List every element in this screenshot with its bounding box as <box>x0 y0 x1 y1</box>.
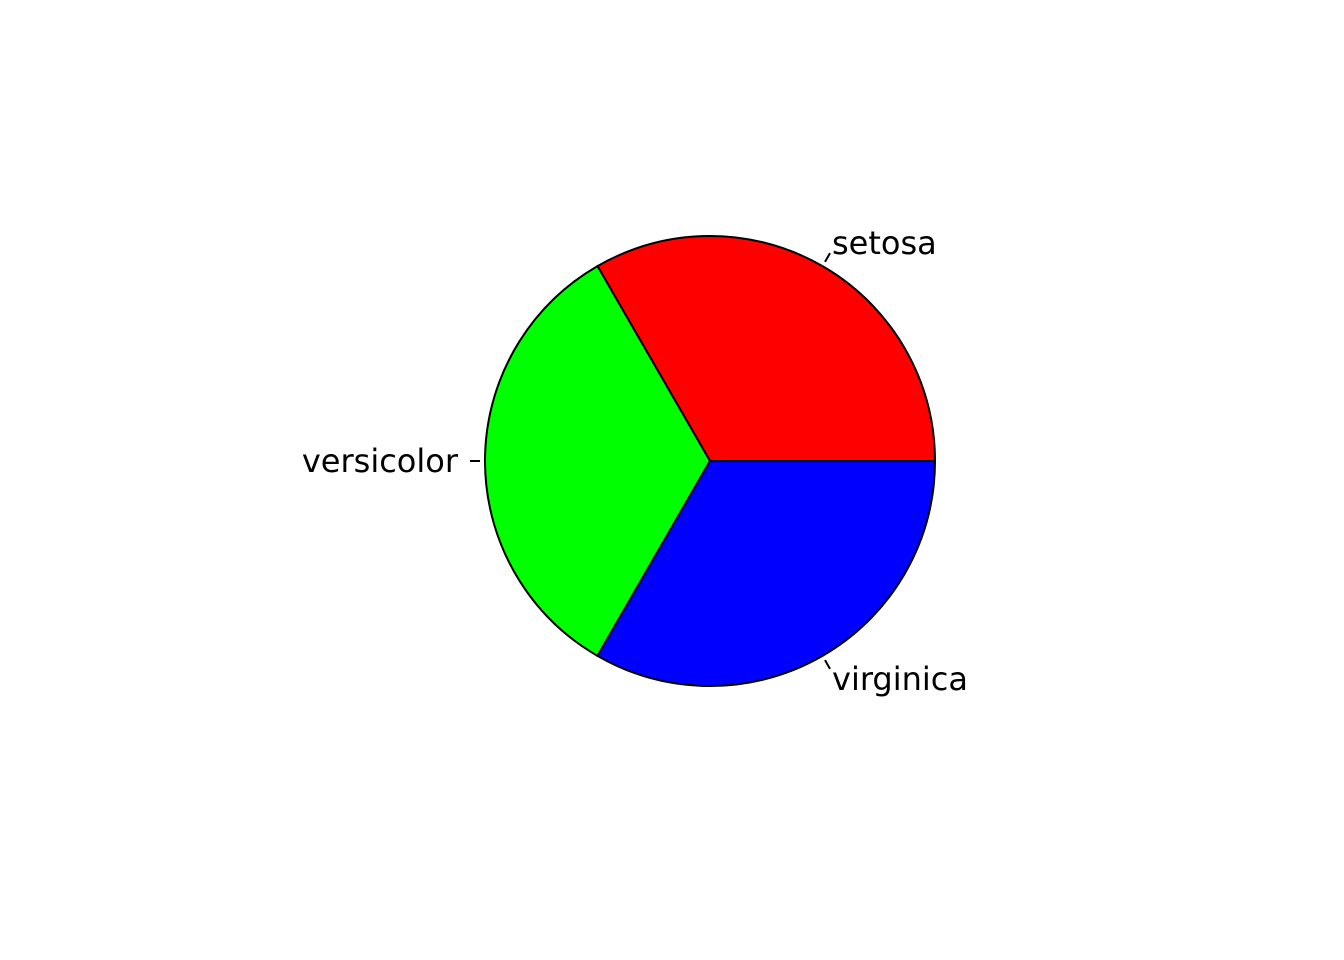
pie-slice-virginica <box>596 460 937 687</box>
pie-slice-setosa <box>596 235 937 462</box>
pie-label-virginica: virginica <box>832 660 968 698</box>
leader-line-setosa <box>824 252 831 263</box>
pie-label-versicolor: versicolor <box>302 442 459 480</box>
pie-slices <box>483 235 937 687</box>
pie-leader-lines <box>470 252 831 670</box>
pie-labels: setosa versicolor virginica <box>302 224 968 698</box>
leader-line-virginica <box>824 659 831 670</box>
pie-label-setosa: setosa <box>832 224 937 262</box>
